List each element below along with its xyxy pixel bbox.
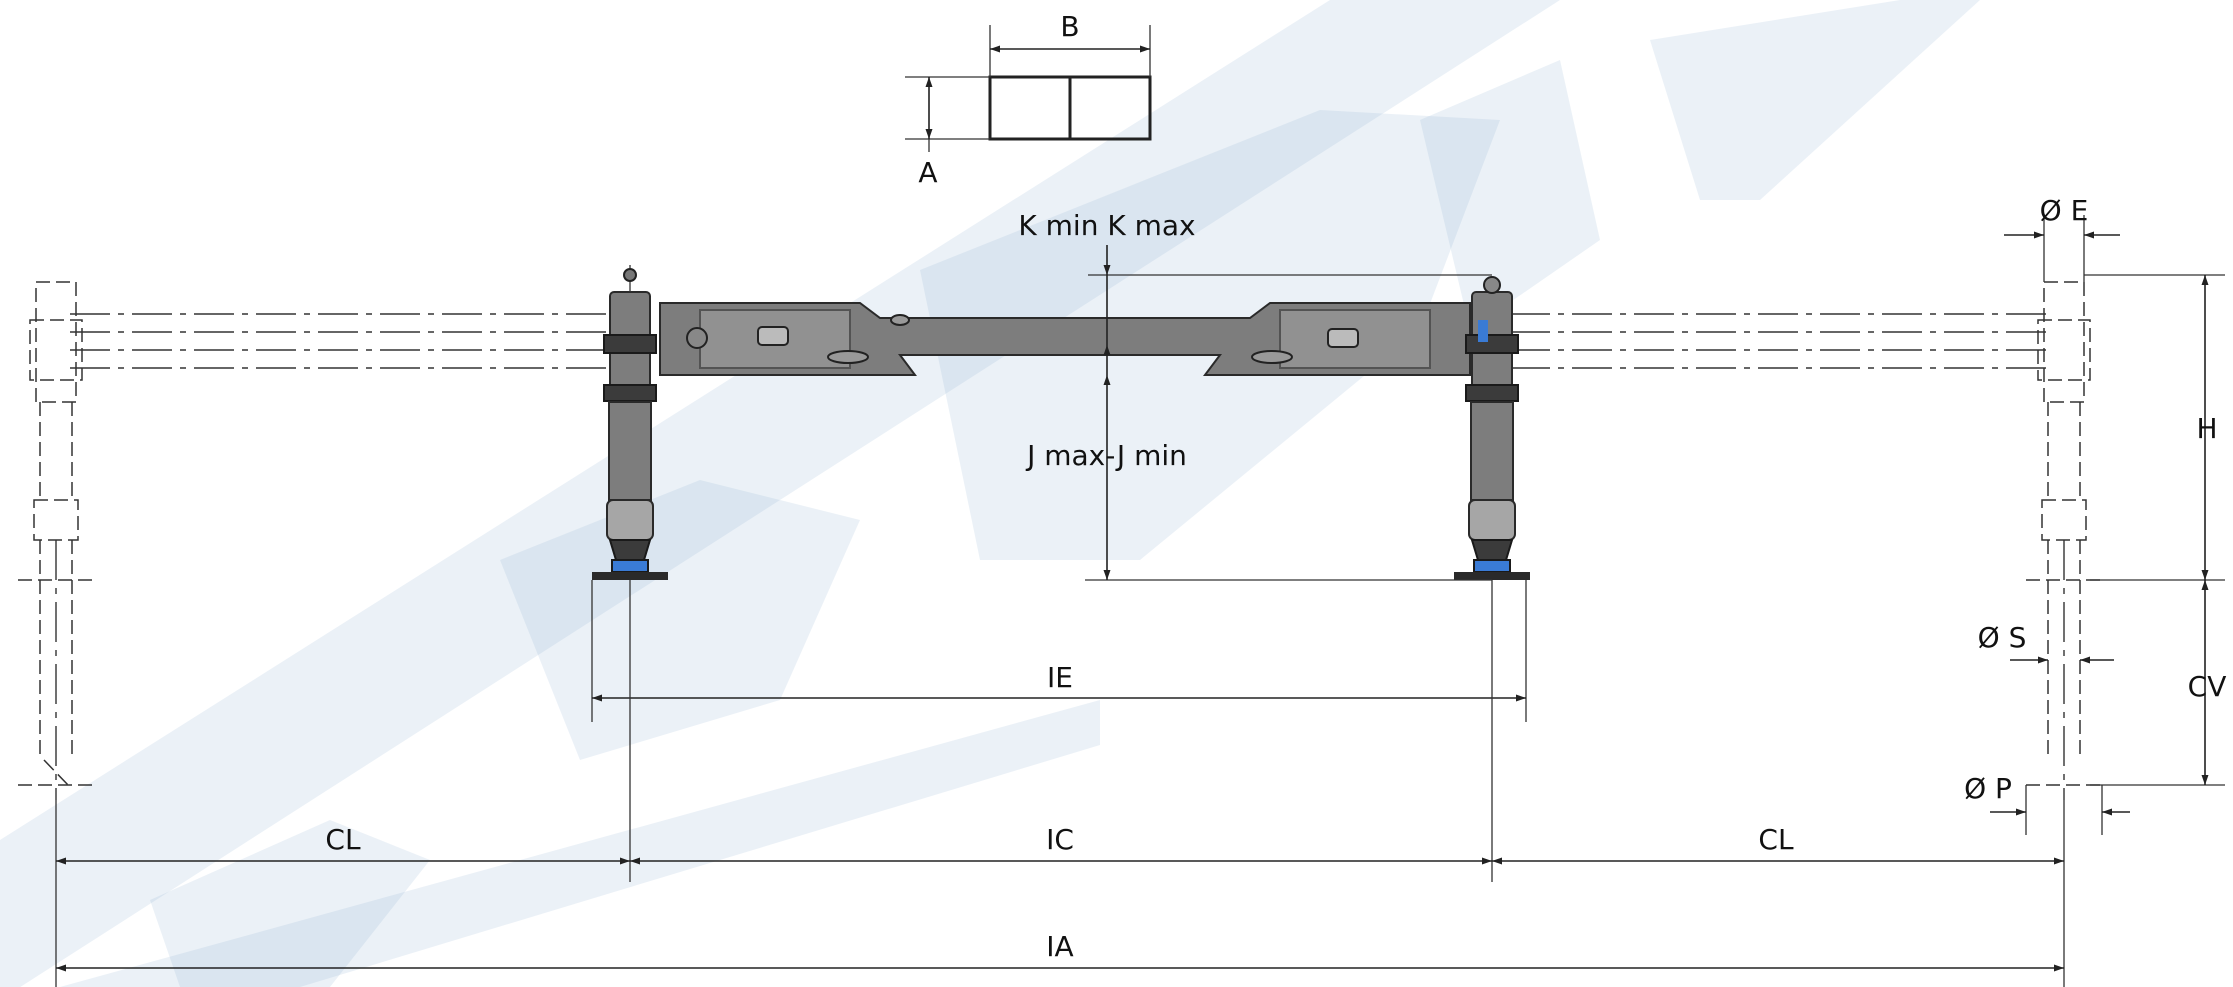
label-j: J max-J min	[1025, 439, 1187, 472]
label-ie: IE	[1047, 661, 1073, 694]
crane-base	[70, 265, 2050, 580]
dimension-lines	[55, 215, 2225, 987]
label-cl-left: CL	[325, 823, 361, 856]
label-ia: IA	[1046, 930, 1073, 963]
right-extended-outrigger	[2026, 281, 2102, 800]
section-view	[905, 25, 1152, 152]
label-k: K min K max	[1018, 209, 1195, 242]
label-h: H	[2196, 412, 2217, 445]
label-op: Ø P	[1964, 772, 2012, 805]
left-extended-outrigger	[18, 281, 94, 800]
watermark-logo	[0, 0, 1980, 987]
dimension-labels: B A K min K max J max-J min Ø E H Ø S CV…	[325, 10, 2226, 963]
label-oe: Ø E	[2040, 194, 2089, 227]
label-os: Ø S	[1978, 621, 2027, 654]
label-cl-right: CL	[1758, 823, 1794, 856]
label-ic: IC	[1046, 823, 1074, 856]
label-b: B	[1060, 10, 1079, 43]
label-cv: CV	[2188, 670, 2227, 703]
label-a: A	[918, 156, 937, 189]
